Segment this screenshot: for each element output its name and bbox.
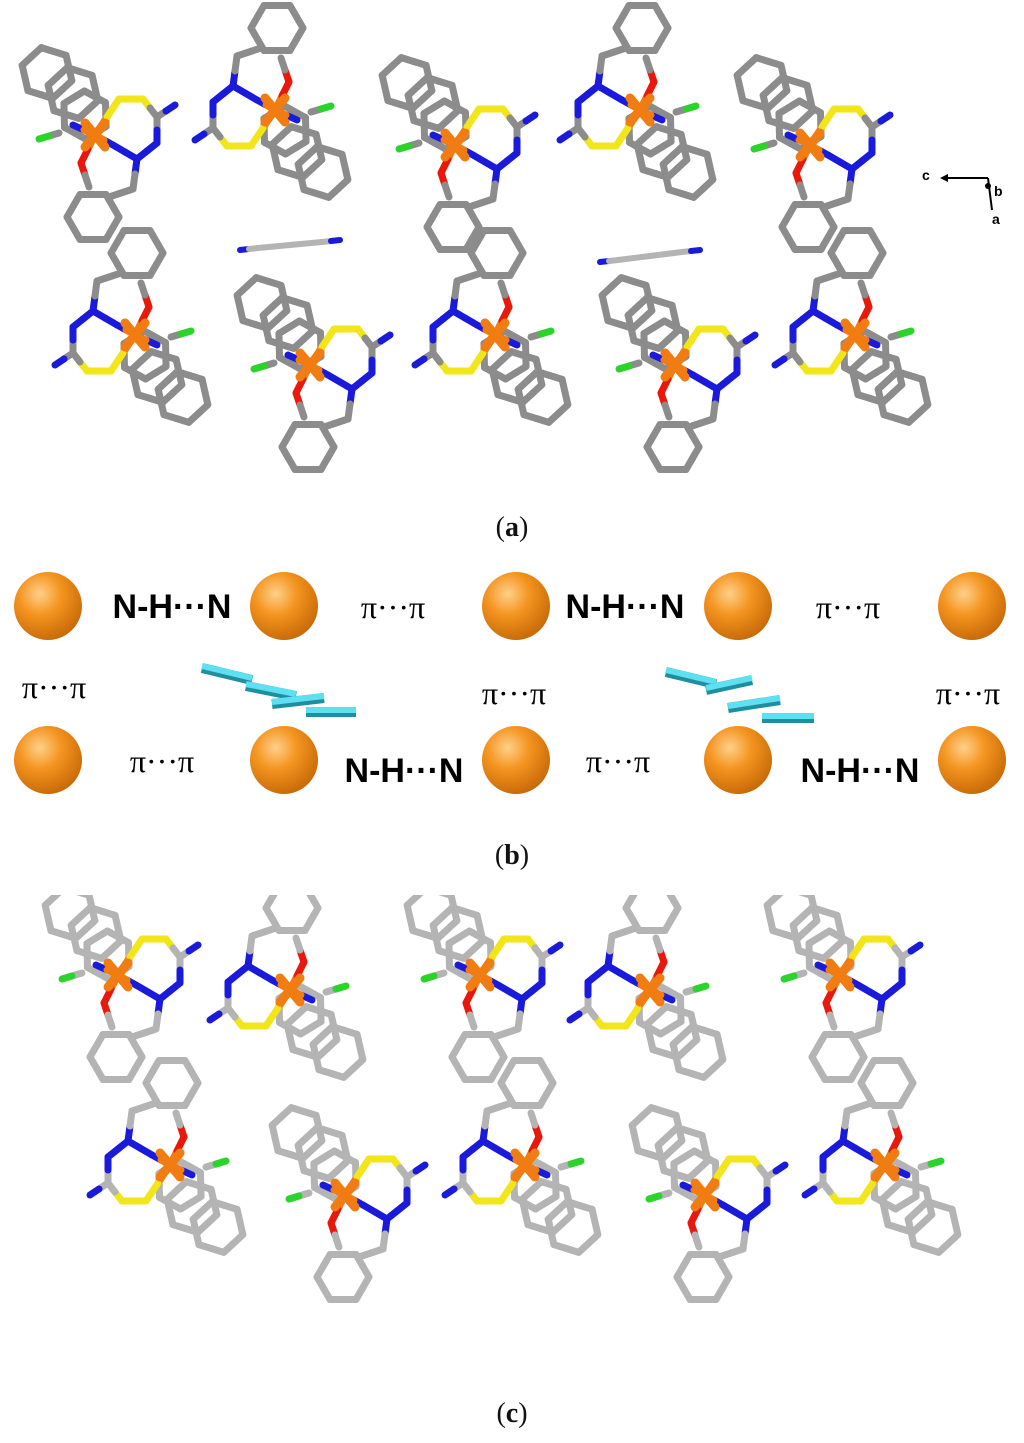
caption-c-letter: c	[505, 1398, 519, 1429]
panel-c-structure	[0, 895, 1024, 1385]
molecule-7	[268, 1104, 429, 1304]
molecule-5	[763, 895, 924, 1084]
molecule-5	[733, 54, 894, 254]
molecule-8	[411, 226, 572, 426]
molecule-sphere-9	[704, 726, 772, 794]
molecule-4	[566, 895, 727, 1081]
molecule-sphere-4	[704, 572, 772, 640]
pi-stack-label-2: π···π	[816, 589, 880, 625]
molecule-9	[628, 1104, 789, 1304]
pi-stack-label-7: π···π	[586, 743, 650, 779]
pi-stack-label-5: π···π	[936, 675, 1000, 711]
hbond-label-3: N-H···N	[345, 752, 464, 790]
solvent-molecule-1	[237, 237, 343, 253]
molecule-3	[403, 895, 564, 1084]
molecule-2	[191, 1, 352, 201]
molecule-10	[771, 226, 932, 426]
molecule-sphere-7	[250, 726, 318, 794]
molecule-1	[41, 895, 202, 1084]
molecule-2	[206, 895, 367, 1081]
molecule-sphere-3	[482, 572, 550, 640]
axis-label-b: b	[994, 183, 1003, 199]
molecule-sphere-6	[14, 726, 82, 794]
molecule-sphere-8	[482, 726, 550, 794]
crystal-packing-a: c ba	[18, 1, 1003, 474]
caption-a-letter: a	[505, 512, 519, 543]
caption-c: (c)	[496, 1398, 528, 1429]
crystal-packing-c	[41, 895, 962, 1304]
pi-stack-label-3: π···π	[22, 669, 86, 705]
molecule-6	[86, 1056, 247, 1256]
caption-b: (b)	[494, 840, 530, 871]
molecule-1	[18, 44, 179, 244]
hbond-label-2: N-H···N	[566, 588, 685, 626]
molecule-6	[51, 226, 212, 426]
axis-label-a: a	[992, 211, 1000, 227]
molecule-8	[441, 1056, 602, 1256]
molecule-10	[801, 1056, 962, 1256]
molecule-sphere-2	[250, 572, 318, 640]
molecule-9	[598, 274, 759, 474]
pi-stack-label-6: π···π	[130, 743, 194, 779]
caption-b-letter: b	[504, 840, 520, 871]
pi-stack-label-4: π···π	[482, 675, 546, 711]
molecule-7	[233, 274, 394, 474]
molecule-3	[378, 54, 539, 254]
molecule-sphere-1	[14, 572, 82, 640]
axis-indicator: c ba	[922, 167, 1003, 227]
axis-label-c: c	[922, 167, 930, 183]
molecule-sphere-10	[938, 726, 1006, 794]
molecule-4	[556, 1, 717, 201]
solvent-molecule-2	[597, 247, 703, 265]
hbond-label-4: N-H···N	[801, 752, 920, 790]
molecule-sphere-5	[938, 572, 1006, 640]
pi-stack-label-1: π···π	[361, 589, 425, 625]
caption-a: (a)	[495, 512, 529, 543]
hbond-label-1: N-H···N	[113, 588, 232, 626]
